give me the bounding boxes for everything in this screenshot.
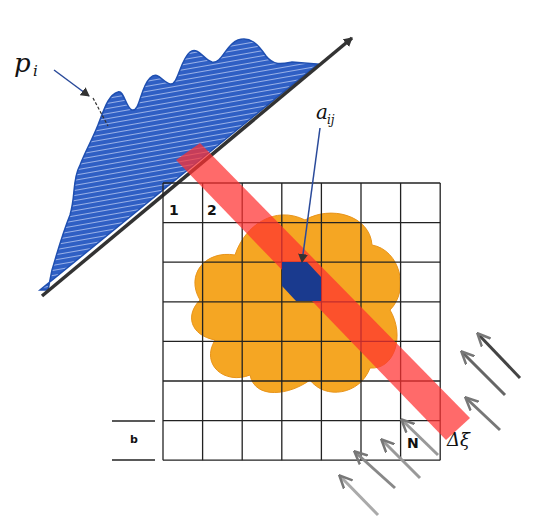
cell-number: 2 <box>207 203 217 217</box>
grid-line <box>321 183 322 460</box>
leader-line <box>54 70 89 96</box>
ray-arrow <box>340 476 378 515</box>
object-blob <box>192 213 401 392</box>
dimension-label: b <box>130 434 138 445</box>
pixel-grid <box>163 183 440 460</box>
subscript-label: i <box>33 64 38 79</box>
symbol-label: p <box>14 50 31 76</box>
grid-line <box>163 301 440 302</box>
pixel-cell <box>282 262 321 301</box>
subscript-label: ij <box>327 114 335 126</box>
ray-arrow <box>478 334 520 378</box>
cell-number: N <box>407 436 419 450</box>
grid-line <box>281 183 282 460</box>
dimension-line <box>112 420 155 421</box>
grid-line <box>163 341 440 342</box>
grid-line <box>162 183 163 460</box>
ray-beam <box>176 143 470 440</box>
grid-line <box>202 183 203 460</box>
ray-arrow <box>355 452 395 488</box>
beam-width-label: Δξ <box>447 431 470 449</box>
sample-strip <box>93 98 108 126</box>
ray-arrow <box>402 420 438 455</box>
ray-arrow <box>466 398 500 430</box>
grid-line <box>163 222 440 223</box>
cell-number: 1 <box>169 203 179 217</box>
symbol-label: a <box>316 102 328 122</box>
leader-line <box>302 128 320 262</box>
incoming-rays <box>340 334 520 515</box>
grid-line <box>163 460 440 461</box>
grid-line <box>400 183 401 460</box>
ray-arrow <box>462 352 505 395</box>
grid-line <box>163 420 440 421</box>
dimension-line <box>112 459 155 460</box>
